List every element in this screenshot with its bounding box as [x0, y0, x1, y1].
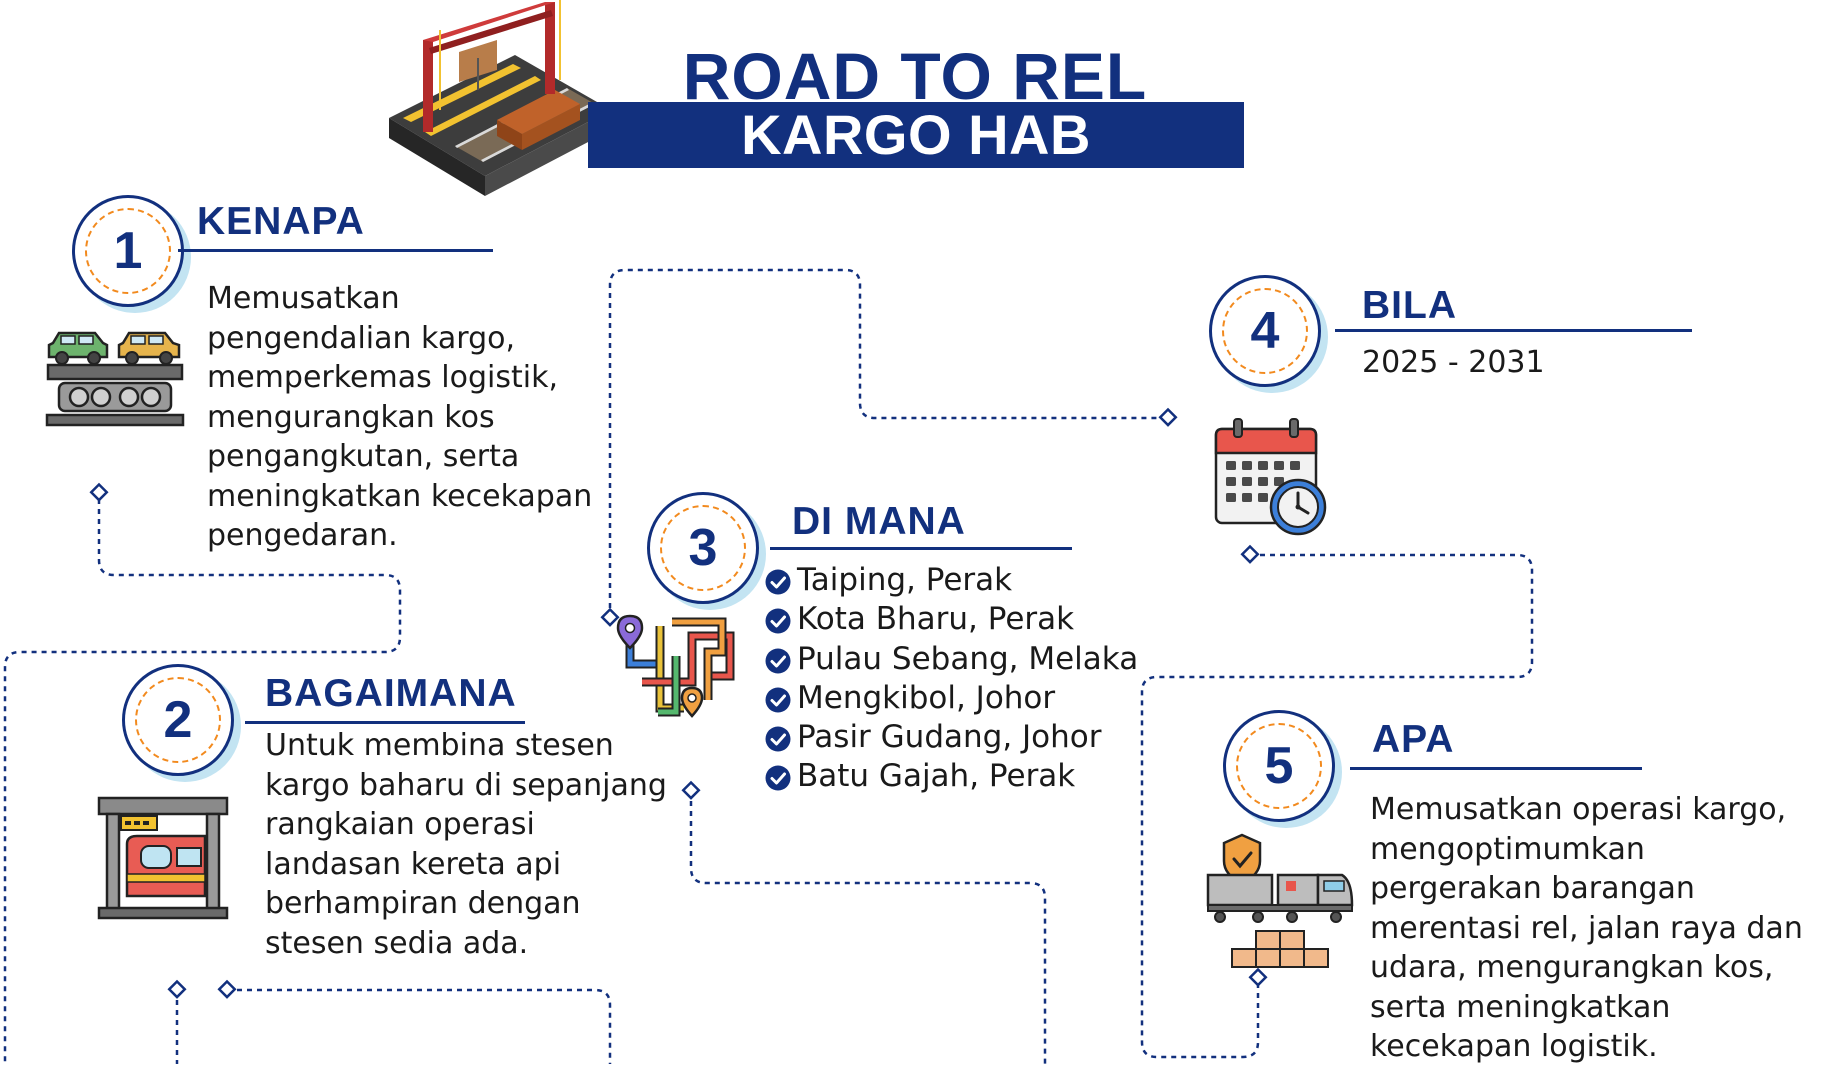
calendar-clock-icon	[1214, 418, 1327, 536]
location-list: Taiping, Perak Kota Bharu, Perak Pulau S…	[765, 561, 1138, 797]
step-4-badge: 4	[1209, 275, 1321, 387]
step-5-number: 5	[1264, 737, 1294, 795]
train-station-icon	[97, 796, 229, 920]
step-1-number: 1	[113, 222, 143, 280]
location-name: Pasir Gudang, Johor	[797, 719, 1102, 756]
step-2-text: Untuk membina stesen kargo baharu di sep…	[265, 728, 667, 961]
step-5-underline	[1350, 767, 1642, 770]
check-circle-icon	[765, 648, 791, 674]
check-circle-icon	[765, 687, 791, 713]
car-carrier-railcar-icon	[45, 331, 185, 427]
cargo-train-shield-icon	[1206, 833, 1354, 968]
location-item: Taiping, Perak	[765, 561, 1138, 600]
location-item: Batu Gajah, Perak	[765, 757, 1138, 796]
step-2-underline	[245, 721, 525, 724]
step-1-text: Memusatkan pengendalian kargo, memperkem…	[207, 281, 593, 553]
location-name: Batu Gajah, Perak	[797, 758, 1076, 795]
location-item: Mengkibol, Johor	[765, 679, 1138, 718]
step-5-text: Memusatkan operasi kargo, mengoptimumkan…	[1370, 792, 1803, 1064]
step-1-heading: KENAPA	[197, 200, 365, 243]
route-map-icon	[616, 614, 735, 718]
step-4-underline	[1335, 329, 1692, 332]
check-circle-icon	[765, 726, 791, 752]
location-name: Mengkibol, Johor	[797, 679, 1056, 716]
step-5-badge: 5	[1223, 710, 1335, 822]
check-circle-icon	[765, 765, 791, 791]
check-circle-icon	[765, 608, 791, 634]
step-3-badge: 3	[647, 492, 759, 604]
step-3-underline	[770, 547, 1072, 550]
step-2-number: 2	[163, 691, 193, 749]
location-item: Pulau Sebang, Melaka	[765, 640, 1138, 679]
location-name: Kota Bharu, Perak	[797, 601, 1075, 638]
cargo-terminal-illustration-icon	[389, 0, 611, 196]
step-4-heading: BILA	[1362, 284, 1457, 327]
title-banner: KARGO HAB TERMINAL	[588, 102, 1244, 232]
step-3-heading: DI MANA	[792, 500, 966, 543]
step-2-heading: BAGAIMANA	[265, 672, 517, 715]
step-4-number: 4	[1250, 302, 1280, 360]
step-4-text: 2025 - 2031	[1362, 345, 1545, 380]
step-1-underline	[178, 249, 493, 252]
location-item: Pasir Gudang, Johor	[765, 718, 1138, 757]
step-5-heading: APA	[1372, 718, 1455, 761]
step-2-badge: 2	[122, 664, 234, 776]
title-line1: ROAD TO REL	[682, 39, 1148, 113]
step-3-number: 3	[688, 519, 718, 577]
location-item: Kota Bharu, Perak	[765, 600, 1138, 639]
check-circle-icon	[765, 569, 791, 595]
location-name: Pulau Sebang, Melaka	[797, 640, 1139, 677]
location-name: Taiping, Perak	[797, 562, 1013, 598]
title-line2: KARGO HAB TERMINAL	[741, 103, 1091, 232]
step-1-badge: 1	[72, 195, 184, 307]
